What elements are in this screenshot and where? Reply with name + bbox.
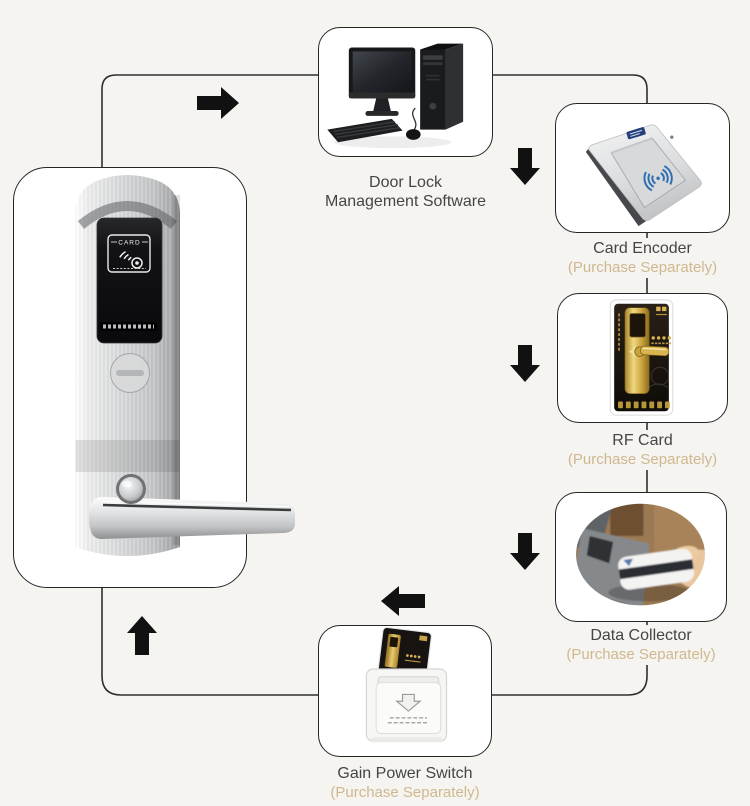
- data-collector-label: Data Collector (Purchase Separately): [536, 625, 746, 665]
- arrow-down-icon: [510, 148, 540, 185]
- arrow-down-icon: [510, 345, 540, 382]
- monitor-screen: [352, 51, 412, 93]
- rf-card-label: RF Card (Purchase Separately): [538, 430, 747, 470]
- tower-bay: [423, 55, 443, 60]
- switch-plate-lip: [370, 737, 443, 743]
- lock-handle-groove: [102, 503, 292, 512]
- lock-reader-panel: [96, 217, 163, 344]
- encoder-led: [670, 135, 674, 139]
- rfid-wave-icon: [643, 165, 673, 192]
- arrow-left-icon: [381, 586, 425, 616]
- mouse: [405, 129, 421, 140]
- keyboard-row: [333, 121, 395, 133]
- arrow-right-icon: [197, 87, 239, 119]
- card-star-dots: [651, 336, 672, 340]
- switch-arrow-symbol: [395, 693, 422, 712]
- lock-card-logo-frame: [107, 234, 151, 273]
- lock-top-arch-shadow: [77, 201, 178, 229]
- encoder-tray-highlight: [610, 137, 653, 154]
- data-collector-image: [576, 503, 705, 606]
- card-lock-handle: [640, 345, 670, 357]
- card-lock-window: [629, 313, 646, 338]
- tower-top: [420, 43, 464, 50]
- connector-lock-to-software: [101, 74, 318, 167]
- arrow-up-icon: [127, 616, 157, 655]
- purchase-note: (Purchase Separately): [330, 784, 480, 801]
- node-label-text: Gain Power Switch: [337, 765, 473, 782]
- data-collector-photo: [576, 503, 705, 606]
- card-encoder-image: [585, 124, 702, 227]
- gain-power-switch-image: [365, 626, 448, 743]
- label-line: Management Software: [325, 193, 486, 210]
- monitor-stand: [373, 98, 391, 112]
- keyboard-row: [335, 124, 398, 136]
- card-icon-row: [618, 401, 670, 409]
- management-software-label: Door Lock Management Software: [303, 172, 508, 212]
- card-brand-glyph: [656, 306, 661, 312]
- computer-image: [327, 43, 464, 149]
- node-gain-power-switch: [318, 625, 492, 757]
- keyboard-row: [336, 126, 400, 139]
- connector-collector-to-switch: [492, 622, 648, 696]
- tower-bay: [423, 62, 443, 66]
- purchase-note: (Purchase Separately): [566, 646, 716, 663]
- node-label-text: Data Collector: [590, 627, 692, 644]
- lock-plate-right-shade: [173, 195, 180, 545]
- tower-front: [420, 49, 446, 130]
- node-card-encoder: [555, 103, 730, 233]
- encoder-brand-mark: [626, 127, 646, 140]
- node-management-software: [318, 27, 493, 157]
- node-data-collector: [555, 492, 727, 622]
- card-tap-icon: [119, 250, 143, 269]
- label-line: Door Lock: [369, 174, 442, 191]
- node-label-text: Card Encoder: [593, 240, 692, 257]
- connector-switch-to-lock: [101, 588, 318, 696]
- tower-vent: [426, 78, 440, 81]
- lock-card-logo-text: CARD: [118, 240, 140, 247]
- lock-mid-band: [75, 440, 180, 472]
- lock-brand-disc: [110, 353, 150, 393]
- mouse-cable: [412, 107, 417, 130]
- rf-card-image: [609, 299, 674, 416]
- node-label-text: RF Card: [612, 432, 673, 449]
- connector-software-to-encoder: [493, 74, 648, 103]
- computer-shadow: [334, 136, 452, 149]
- lock-cylinder: [119, 477, 143, 501]
- lock-brand-mark: [116, 370, 144, 376]
- card-brand-glyph: [662, 306, 667, 312]
- gain-power-switch-label: Gain Power Switch (Purchase Separately): [300, 763, 510, 803]
- card-watermark: [648, 366, 670, 389]
- purchase-note: (Purchase Separately): [567, 259, 718, 276]
- door-lock-image: CARD: [75, 175, 295, 556]
- arrow-down-icon: [510, 533, 540, 570]
- monitor-chin: [348, 92, 416, 99]
- tower-button: [429, 102, 437, 110]
- card-encoder-label: Card Encoder (Purchase Separately): [537, 238, 748, 278]
- node-rf-card: [557, 293, 728, 423]
- lock-cylinder-highlight: [122, 480, 132, 488]
- tower-side: [445, 43, 464, 130]
- monitor-base: [365, 111, 399, 116]
- purchase-note: (Purchase Separately): [567, 451, 718, 468]
- tower-vent: [426, 74, 440, 77]
